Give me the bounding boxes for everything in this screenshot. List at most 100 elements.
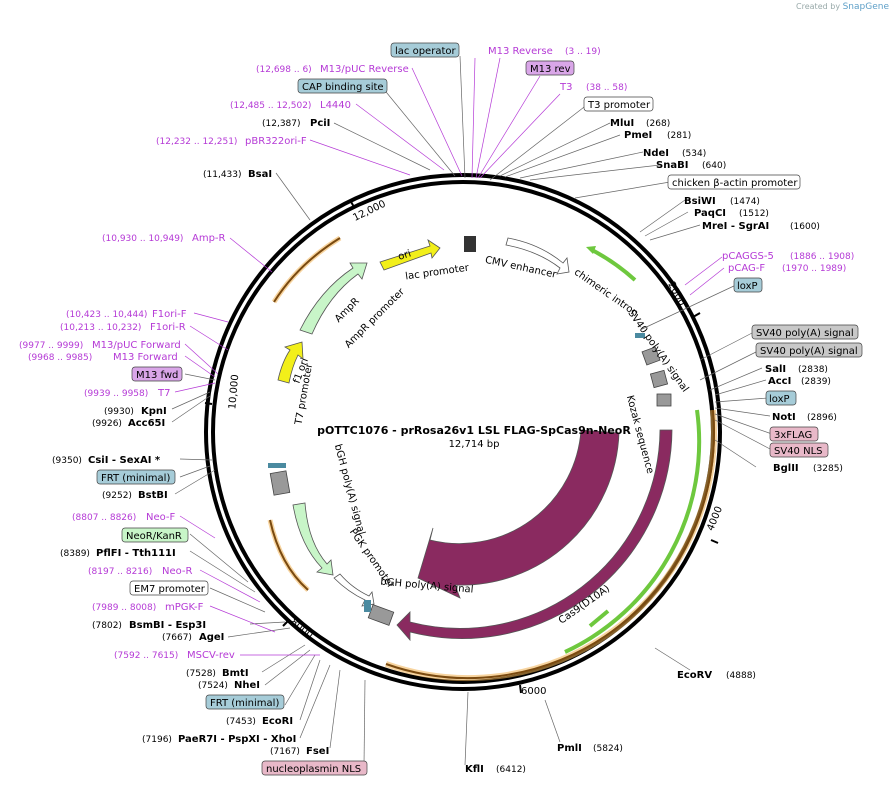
label-mrei-coord: (1600): [790, 222, 820, 232]
label-chicken-beta-actin: chicken β-actin promoter: [672, 178, 798, 189]
label-m13-reverse-coord: (3 .. 19): [565, 47, 601, 57]
label-mrei-sgrai: MreI - SgrAI: [702, 221, 769, 232]
label-mscv-rev: MSCV-rev: [187, 650, 235, 661]
label-fsei: FseI: [306, 746, 329, 757]
label-pflfi-coord: (8389): [60, 549, 90, 559]
label-pcaggs-5: pCAGGS-5: [722, 251, 774, 262]
label-f1ori-r-coord: (10,213 .. 10,232): [60, 323, 141, 333]
snapgene-credit: Created by SnapGene: [796, 2, 889, 12]
label-pcaggs-5-coord: (1886 .. 1908): [790, 252, 854, 262]
label-agei: AgeI: [199, 632, 224, 643]
label-mlui: MluI: [610, 118, 634, 129]
label-amp-r-coord: (10,930 .. 10,949): [102, 234, 183, 244]
label-t3-coord: (38 .. 58): [586, 83, 627, 93]
ruler-tick-8000: 8000: [288, 617, 315, 641]
cas9-arrow: [417, 429, 620, 599]
label-em7-promoter: EM7 promoter: [134, 584, 206, 595]
label-nhei-coord: (7524): [198, 681, 228, 691]
label-mscv-rev-coord: (7592 .. 7615): [114, 651, 178, 661]
label-bsmbi-esp3i: BsmBI - Esp3I: [129, 620, 206, 631]
label-f1ori-f-coord: (10,423 .. 10,444): [66, 310, 147, 320]
label-3xflag: 3xFLAG: [774, 430, 812, 441]
label-bglii: BglII: [773, 463, 799, 474]
label-t7-coord: (9939 .. 9958): [84, 389, 148, 399]
label-paqci: PaqCI: [694, 208, 726, 219]
label-sali: SalI: [765, 364, 786, 375]
label-m13puc-rev: M13/pUC Reverse: [320, 64, 409, 75]
label-nhei: NheI: [234, 680, 260, 691]
label-neor-kanr: NeoR/KanR: [126, 531, 182, 542]
leader-lines: [171, 55, 773, 766]
label-f1ori-r: F1ori-R: [150, 322, 186, 333]
label-kpni-coord: (9930): [104, 407, 134, 417]
label-bsiwi-coord: (1474): [730, 197, 760, 207]
label-m13-reverse: M13 Reverse: [488, 46, 553, 57]
label-sv40-nls: SV40 NLS: [774, 446, 823, 457]
intron-green-arc: [591, 248, 637, 282]
credit-prefix: Created by: [796, 2, 841, 11]
lac-operator-mark: [464, 236, 476, 252]
labels-left: lac operator M13 Reverse (3 .. 19) M13 r…: [19, 42, 627, 776]
label-neo-f: Neo-F: [146, 512, 176, 523]
label-ecorv-coord: (4888): [726, 671, 756, 681]
label-pcii-coord: (12,387): [262, 119, 301, 129]
label-agei-coord: (7667): [162, 633, 192, 643]
label-loxp-2: loxP: [769, 394, 790, 405]
label-ndei-coord: (534): [682, 149, 706, 159]
label-snabi-coord: (640): [702, 161, 726, 171]
label-paqci-coord: (1512): [739, 209, 769, 219]
label-acc65i: Acc65I: [128, 418, 165, 429]
label-ecorv: EcoRV: [677, 670, 712, 681]
ori-arrow: [379, 239, 441, 271]
label-pmei-coord: (281): [667, 131, 691, 141]
label-pmli-coord: (5824): [593, 744, 623, 754]
label-m13-rev: M13 rev: [530, 64, 571, 75]
label-sali-coord: (2838): [798, 365, 828, 375]
label-acci-coord: (2839): [801, 377, 831, 387]
ruler-tick-12000: 12,000: [351, 199, 387, 224]
label-noti: NotI: [772, 412, 796, 423]
label-snabi: SnaBI: [656, 160, 688, 171]
label-mpgk-f-coord: (7989 .. 8008): [92, 603, 156, 613]
label-kpni: KpnI: [141, 406, 167, 417]
cmv-enhancer-arrow: [505, 237, 570, 275]
plasmid-size: 12,714 bp: [449, 439, 500, 450]
label-sv40-polya-2: SV40 poly(A) signal: [760, 346, 858, 357]
label-paer7i-pspxi-xhoi: PaeR7I - PspXI - XhoI: [178, 734, 296, 745]
label-pcii: PciI: [310, 118, 330, 129]
f1-ori-arrow: [277, 341, 304, 384]
label-acc65i-coord: (9926): [92, 419, 122, 429]
label-loxp-1: loxP: [737, 281, 758, 292]
label-bsmbi-coord: (7802): [92, 621, 122, 631]
label-bsiwi: BsiWI: [684, 196, 716, 207]
label-mpgk-f: mPGK-F: [165, 602, 204, 613]
cas9-d10a-arrow: [396, 429, 673, 642]
feature-ampr-promoter: AmpR promoter: [343, 286, 408, 351]
label-sv40-polya-1: SV40 poly(A) signal: [756, 328, 854, 339]
label-bglii-coord: (3285): [813, 464, 843, 474]
ruler-tick-10000: 10,000: [227, 374, 241, 410]
label-m13puc-fwd: M13/pUC Forward: [92, 340, 181, 351]
label-bmti-coord: (7528): [186, 669, 216, 679]
label-m13puc-fwd-coord: (9977 .. 9999): [19, 341, 83, 351]
label-t3-promoter: T3 promoter: [587, 100, 651, 111]
label-ndei: NdeI: [643, 148, 669, 159]
label-mlui-coord: (268): [646, 119, 670, 129]
label-l4440: L4440: [320, 100, 351, 111]
label-pmei: PmeI: [624, 130, 652, 141]
label-csii-sexai: CsiI - SexAI *: [88, 455, 161, 466]
ruler-tick-2000: 2000: [665, 280, 687, 308]
ruler-tick-6000: 6000: [521, 686, 546, 697]
label-noti-coord: (2896): [807, 413, 837, 423]
label-ecori: EcoRI: [262, 716, 293, 727]
label-bsai: BsaI: [248, 169, 272, 180]
backbone-outer: [204, 173, 722, 691]
neor-arrow: [292, 502, 334, 576]
label-pbr322ori: pBR322ori-F: [245, 136, 307, 147]
label-csii-coord: (9350): [52, 456, 82, 466]
ampr-arrow: [299, 262, 368, 335]
label-lac-operator: lac operator: [395, 46, 456, 57]
label-pcag-f: pCAG-F: [728, 263, 765, 274]
label-t3: T3: [559, 82, 572, 93]
label-neo-f-coord: (8807 .. 8826): [72, 513, 136, 523]
